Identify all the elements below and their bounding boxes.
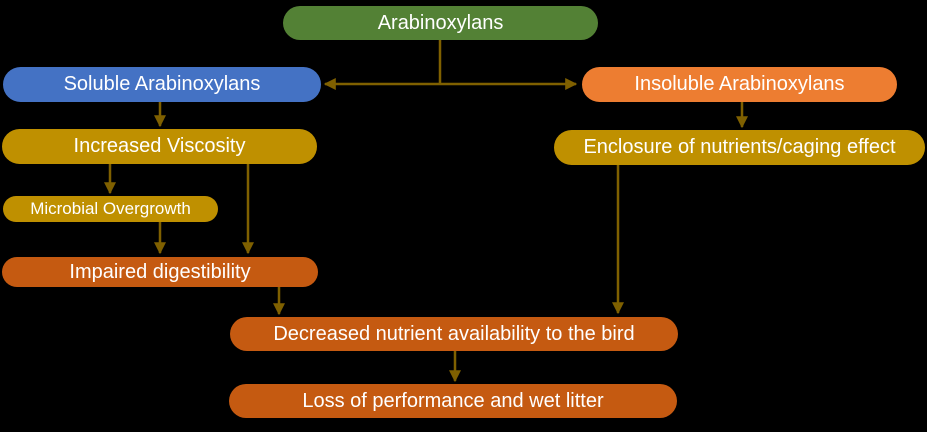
node-loss-performance: Loss of performance and wet litter [229, 384, 677, 418]
node-microbial-overgrowth: Microbial Overgrowth [3, 196, 218, 222]
node-insoluble-arabinoxylans: Insoluble Arabinoxylans [582, 67, 897, 102]
node-arabinoxylans: Arabinoxylans [283, 6, 598, 40]
node-decreased-availability: Decreased nutrient availability to the b… [230, 317, 678, 351]
node-enclosure-of-nutrients: Enclosure of nutrients/caging effect [554, 130, 925, 165]
node-increased-viscosity: Increased Viscosity [2, 129, 317, 164]
node-soluble-arabinoxylans: Soluble Arabinoxylans [3, 67, 321, 102]
node-impaired-digestibility: Impaired digestibility [2, 257, 318, 287]
